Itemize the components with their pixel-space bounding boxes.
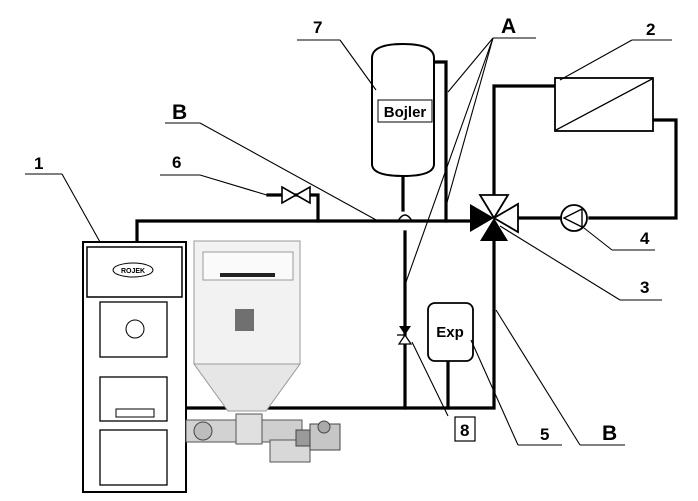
bojler-tank: Bojler [371,42,435,178]
label-4: 4 [640,229,650,248]
label-8-box [454,416,476,442]
pellet-feeder [185,413,341,463]
circulation-pump [560,204,588,232]
label-3: 3 [640,278,649,297]
brand-badge [112,262,154,278]
callout-labels: 1 6 B 7 A 2 4 3 8 5 B [34,15,655,445]
leader-lines [25,37,672,446]
label-6: 6 [172,153,181,172]
solar-collector [554,77,654,132]
expansion-label: Exp [436,324,464,341]
bojler-label: Bojler [384,104,427,121]
label-1: 1 [34,154,43,173]
boiler-unit: ROJEK [82,241,187,493]
label-2: 2 [646,20,655,39]
pellet-hopper [193,240,301,412]
drain-valve [397,326,413,345]
boiler-window [125,319,145,339]
valve-6 [281,185,311,205]
boiler-brand: ROJEK [121,268,145,275]
label-5: 5 [540,425,549,444]
expansion-tank: Exp [427,302,474,362]
mixing-valve [470,194,519,241]
label-a: A [501,15,516,38]
label-b-right: B [602,422,617,445]
label-8: 8 [460,421,469,440]
label-b-left: B [172,101,187,124]
pipe-network [135,60,678,410]
label-7: 7 [313,18,322,37]
